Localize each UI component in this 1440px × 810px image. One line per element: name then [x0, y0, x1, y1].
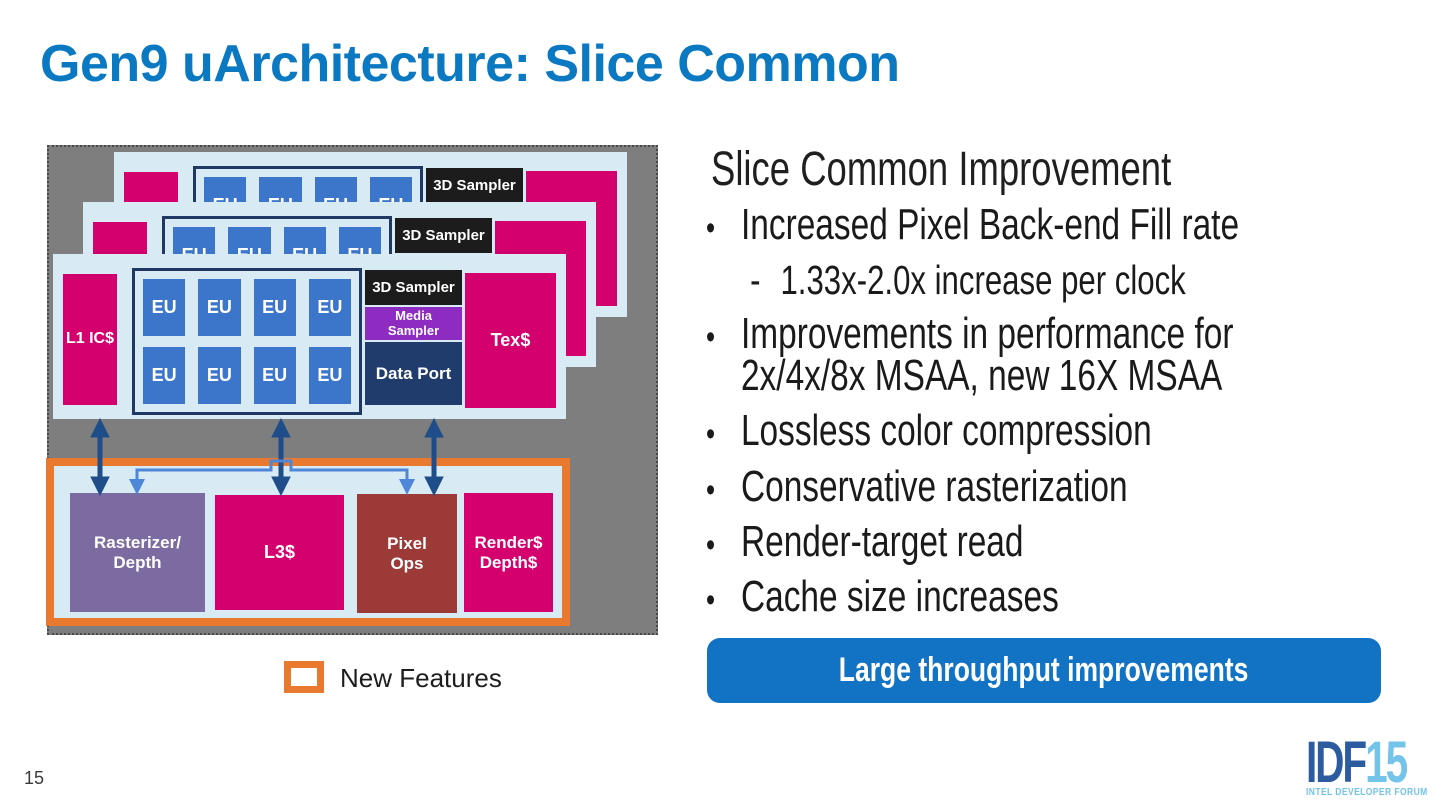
sub-bullet-item: 1.33x-2.0x increase per clock [706, 259, 1373, 301]
bullet-item: Increased Pixel Back-end Fill rate [706, 203, 1329, 249]
eu-block: EU [253, 279, 296, 336]
bullet-item: Lossless color compression [706, 409, 1329, 455]
eu-array: EU EU EU EU EU EU EU EU [132, 268, 362, 415]
idf-logo-year: 15 [1365, 730, 1408, 795]
eu-block: EU [143, 347, 186, 404]
pixel-ops-block: Pixel Ops [357, 494, 457, 613]
sub-bullet-dash [750, 259, 780, 301]
render-depth-cache-block: Render$ Depth$ [464, 493, 553, 612]
idf15-logo-wordmark: IDF15 [1306, 734, 1408, 792]
eu-block: EU [198, 279, 241, 336]
new-features-legend-swatch [284, 661, 324, 693]
idf15-logo: IDF15 INTEL DEVELOPER FORUM [1306, 734, 1436, 804]
l3-cache-block: L3$ [215, 495, 344, 610]
bullet-dot [706, 521, 741, 566]
bullet-item: Improvements in performance for 2x/4x/8x… [706, 312, 1329, 398]
callout-banner: Large throughput improvements [707, 638, 1381, 703]
eu-block: EU [308, 279, 351, 336]
bullet-item: Render-target read [706, 520, 1329, 566]
eu-block: EU [143, 279, 186, 336]
bullet-dot [706, 576, 741, 621]
slice-common-diagram: L1 IC$ EU EU EU EU EU EU EU EU 3D Sample… [46, 145, 658, 635]
eu-block: EU [308, 347, 351, 404]
3d-sampler-block: 3D Sampler [365, 270, 462, 305]
bullet-dot [706, 410, 741, 455]
bullet-dot [706, 204, 741, 249]
data-port-block: Data Port [365, 342, 462, 405]
bullet-item: Cache size increases [706, 575, 1329, 621]
gpu-slice-front: L1 IC$ EU EU EU EU EU EU EU EU 3D Sample… [53, 254, 566, 419]
section-heading: Slice Common Improvement [711, 143, 1172, 196]
bullet-dot [706, 313, 741, 358]
callout-banner-label: Large throughput improvements [839, 651, 1249, 689]
bullet-dot [706, 466, 741, 511]
tex-cache-block: Tex$ [465, 273, 556, 408]
idf-logo-subtitle: INTEL DEVELOPER FORUM [1306, 787, 1428, 798]
3d-sampler-block: 3D Sampler [395, 218, 492, 253]
slide-title: Gen9 uArchitecture: Slice Common [40, 35, 900, 93]
eu-block: EU [253, 347, 296, 404]
3d-sampler-block: 3D Sampler [426, 168, 523, 203]
eu-block: EU [198, 347, 241, 404]
new-features-legend-label: New Features [340, 663, 502, 693]
rasterizer-depth-block: Rasterizer/ Depth [70, 493, 205, 612]
page-number: 15 [24, 768, 45, 788]
idf-logo-text: IDF [1306, 730, 1367, 795]
l1-icache-block: L1 IC$ [63, 274, 117, 405]
media-sampler-block: Media Sampler [365, 307, 462, 340]
bullet-item: Conservative rasterization [706, 465, 1329, 511]
